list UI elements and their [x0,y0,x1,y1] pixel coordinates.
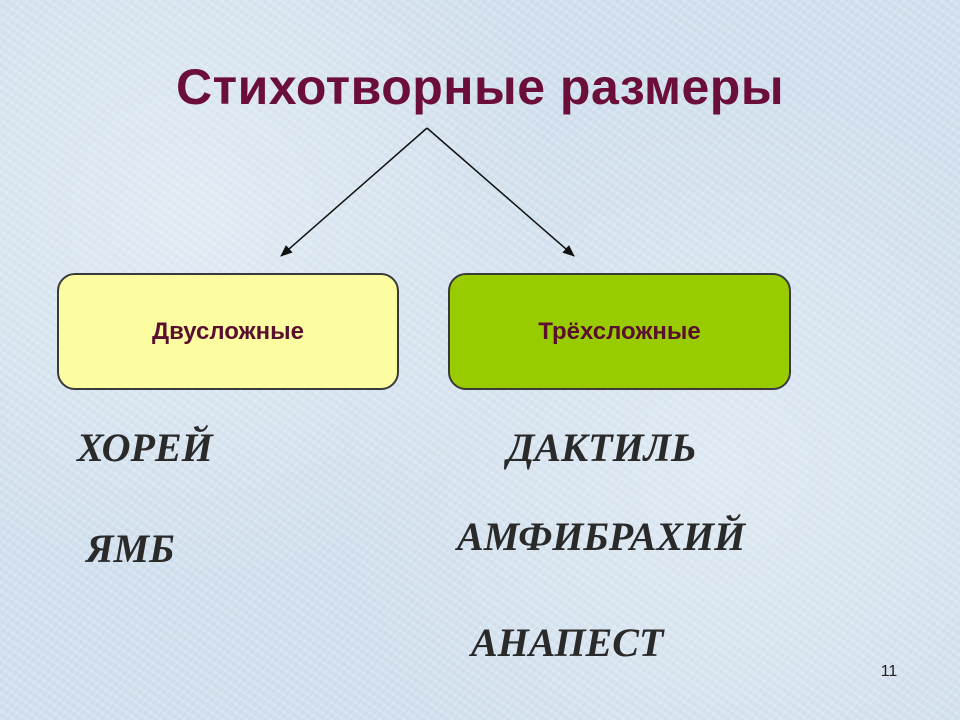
meter-horey: ХОРЕЙ [77,425,213,470]
slide-title: Стихотворные размеры [175,59,785,115]
meter-anapest: АНАПЕСТ [471,620,664,665]
meter-daktil: ДАКТИЛЬ [507,425,697,470]
three-syllable-box: Трёхсложные [448,273,791,390]
page-number: 11 [880,663,898,680]
arrow-to-three-syllable [426,127,575,257]
two-syllable-box: Двусложные [57,273,399,390]
meter-amfibrahiy: АМФИБРАХИЙ [457,514,746,559]
arrow-to-two-syllable [280,127,428,257]
two-syllable-label: Двусложные [152,317,304,345]
meter-yamb: ЯМБ [86,526,175,571]
three-syllable-label: Трёхсложные [538,317,701,345]
